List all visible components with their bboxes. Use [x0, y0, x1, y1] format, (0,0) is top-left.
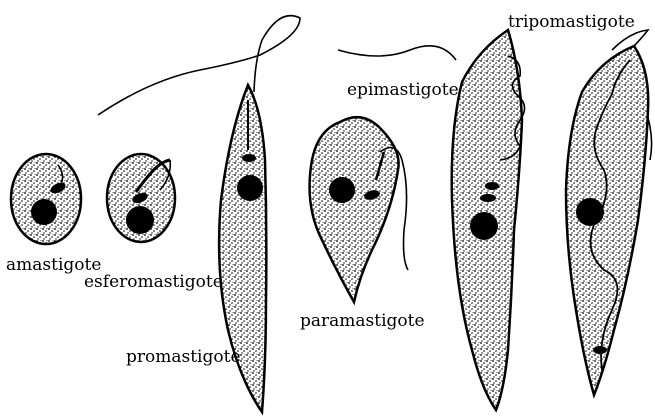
label-paramastigote: paramastigote: [300, 313, 425, 330]
tripomastigote-kinetoplast: [593, 346, 607, 354]
promastigote-nucleus: [237, 175, 263, 201]
esferomastigote-nucleus: [126, 206, 154, 234]
epimastigote-kinetoplast: [485, 182, 499, 190]
tripomastigote-body: [566, 46, 648, 395]
tripomastigote-nucleus: [576, 198, 604, 226]
label-epimastigote: epimastigote: [347, 82, 459, 99]
epimastigote-kinetoplast-2: [480, 194, 496, 202]
label-tripomastigote: tripomastigote: [508, 14, 635, 31]
epimastigote-nucleus: [470, 212, 498, 240]
paramastigote-body: [310, 117, 399, 302]
tripomastigote-cell: [566, 30, 652, 395]
esferomastigote-cell: [107, 154, 175, 242]
amastigote-nucleus: [31, 199, 57, 225]
promastigote-kinetoplast: [242, 154, 256, 162]
label-promastigote: promastigote: [126, 349, 241, 366]
amastigote-body: [11, 154, 81, 244]
promastigote-flagellum: [98, 16, 300, 115]
paramastigote-cell: [310, 117, 408, 302]
label-esferomastigote: esferomastigote: [84, 274, 223, 291]
paramastigote-nucleus: [329, 177, 355, 203]
epimastigote-free-flagellum: [338, 46, 456, 60]
amastigote-cell: [11, 154, 81, 244]
